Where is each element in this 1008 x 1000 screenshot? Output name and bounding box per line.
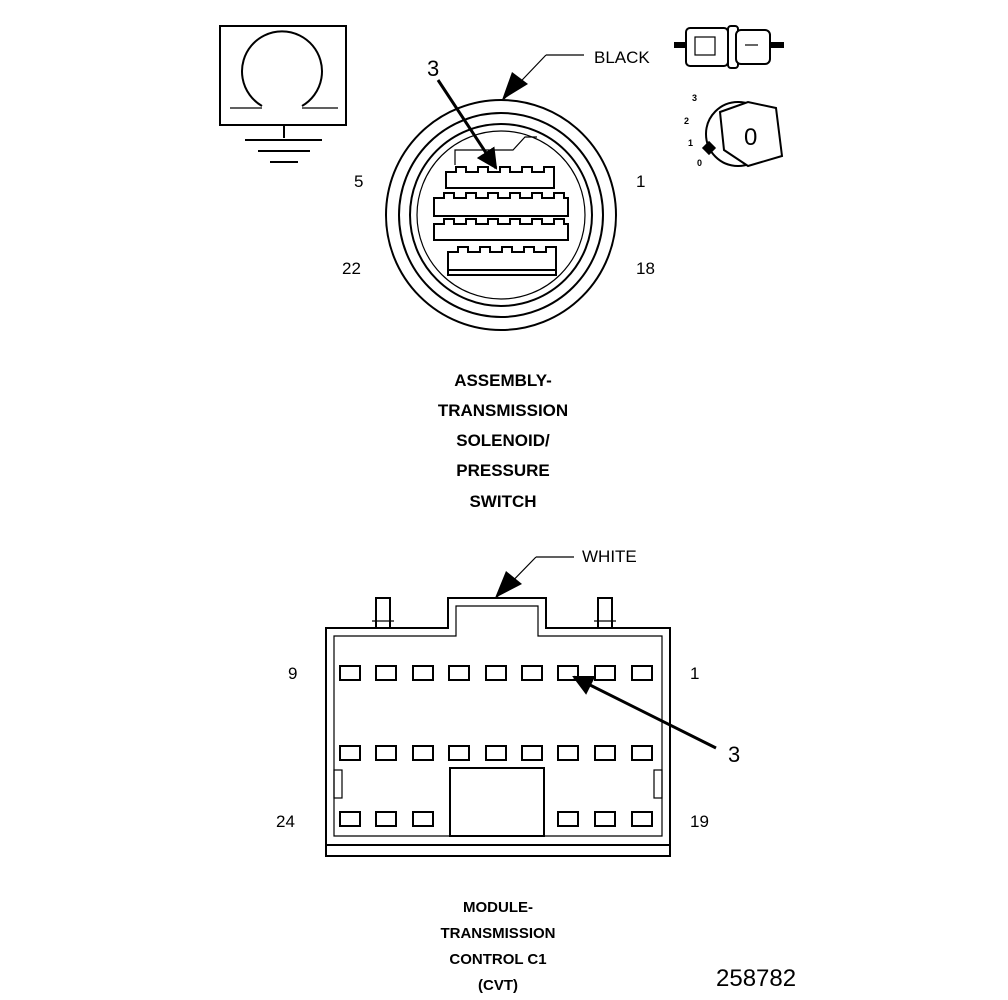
pin-row-middle — [339, 745, 653, 761]
ignition-position-1: 1 — [688, 138, 693, 148]
title-line: CONTROL C1 — [449, 951, 546, 968]
ignition-position-2: 2 — [684, 116, 689, 126]
bottom-connector-color-label: WHITE — [582, 547, 637, 566]
pin-row-2 — [433, 192, 569, 217]
title-line: SWITCH — [469, 492, 536, 511]
connector-plug-icon — [674, 25, 784, 69]
top-pin-label-18: 18 — [636, 259, 655, 278]
top-callout-number: 3 — [427, 56, 439, 81]
solenoid-connector — [385, 99, 617, 331]
title-line: TRANSMISSION — [438, 401, 568, 420]
bottom-pin-label-1: 1 — [690, 664, 699, 683]
bottom-pin-label-19: 19 — [690, 812, 709, 831]
bottom-pin-label-9: 9 — [288, 664, 297, 683]
title-line: TRANSMISSION — [440, 925, 555, 942]
pin-row-3 — [433, 218, 569, 241]
bottom-pin-label-24: 24 — [276, 812, 295, 831]
top-connector-color-label: BLACK — [594, 48, 650, 67]
pin-row-top — [339, 665, 653, 681]
top-pin-label-22: 22 — [342, 259, 361, 278]
pin-row-4 — [447, 246, 557, 276]
ignition-position-3: 3 — [692, 93, 697, 103]
title-line: (CVT) — [478, 977, 518, 994]
ignition-key-label: 0 — [744, 124, 757, 151]
pin-row-bottom — [339, 811, 653, 827]
ground-symbol-icon — [219, 25, 347, 163]
black-leader-arrowhead — [502, 72, 528, 100]
bottom-connector-title: MODULE- TRANSMISSION CONTROL C1 (CVT) — [440, 899, 555, 994]
top-connector-title: ASSEMBLY- TRANSMISSION SOLENOID/ PRESSUR… — [438, 371, 568, 511]
pin-row-1 — [445, 166, 555, 189]
module-connector — [325, 597, 671, 857]
top-pin-label-1: 1 — [636, 172, 645, 191]
bottom-callout-arrow — [572, 675, 717, 750]
title-line: MODULE- — [463, 899, 533, 916]
white-leader-arrowhead — [495, 571, 522, 598]
figure-number: 258782 — [716, 965, 796, 992]
title-line: ASSEMBLY- — [454, 371, 552, 390]
bottom-callout-number: 3 — [728, 742, 740, 767]
top-pin-label-5: 5 — [354, 172, 363, 191]
ignition-switch-icon: 3 2 1 0 0 — [684, 93, 784, 168]
title-line: PRESSURE — [456, 461, 550, 480]
title-line: SOLENOID/ — [456, 431, 550, 450]
ignition-position-0: 0 — [697, 158, 702, 168]
top-callout-arrow — [436, 79, 498, 170]
